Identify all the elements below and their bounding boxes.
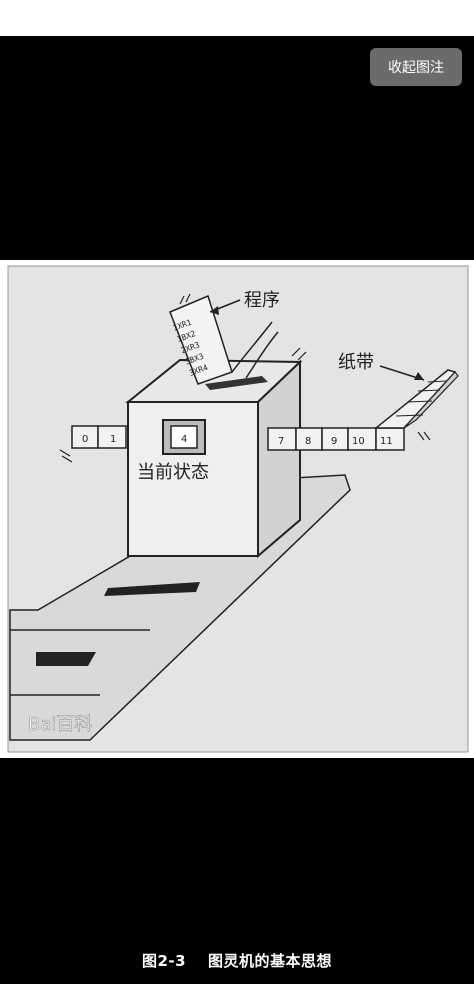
- tape-cell-7: 7: [278, 436, 284, 447]
- tape-cell-8: 8: [305, 436, 311, 447]
- tape-label: 纸带: [338, 352, 374, 373]
- tape-cell-0: 0: [82, 434, 88, 445]
- figure-image: 1XR1 1BX2 2XR3 3BX3 3XR4 程序 4 当前状态 0 1: [0, 260, 474, 758]
- tape-cell-9: 9: [331, 436, 337, 447]
- state-value: 4: [181, 434, 187, 445]
- program-label: 程序: [244, 290, 280, 311]
- collapse-caption-button[interactable]: 收起图注: [370, 48, 462, 86]
- turing-machine-illustration: 1XR1 1BX2 2XR3 3BX3 3XR4 程序 4 当前状态 0 1: [7, 265, 469, 753]
- caption-number: 图2-3: [141, 952, 187, 970]
- tape-cell-10: 10: [352, 436, 365, 447]
- watermark: Bai百科: [28, 714, 92, 735]
- top-bar: [0, 0, 474, 36]
- figure-caption: 图2-3 图灵机的基本思想: [0, 950, 474, 971]
- caption-title: 图灵机的基本思想: [208, 952, 333, 970]
- state-label: 当前状态: [137, 462, 209, 483]
- tape-cell-1: 1: [110, 434, 116, 445]
- tape-cell-11: 11: [380, 436, 393, 447]
